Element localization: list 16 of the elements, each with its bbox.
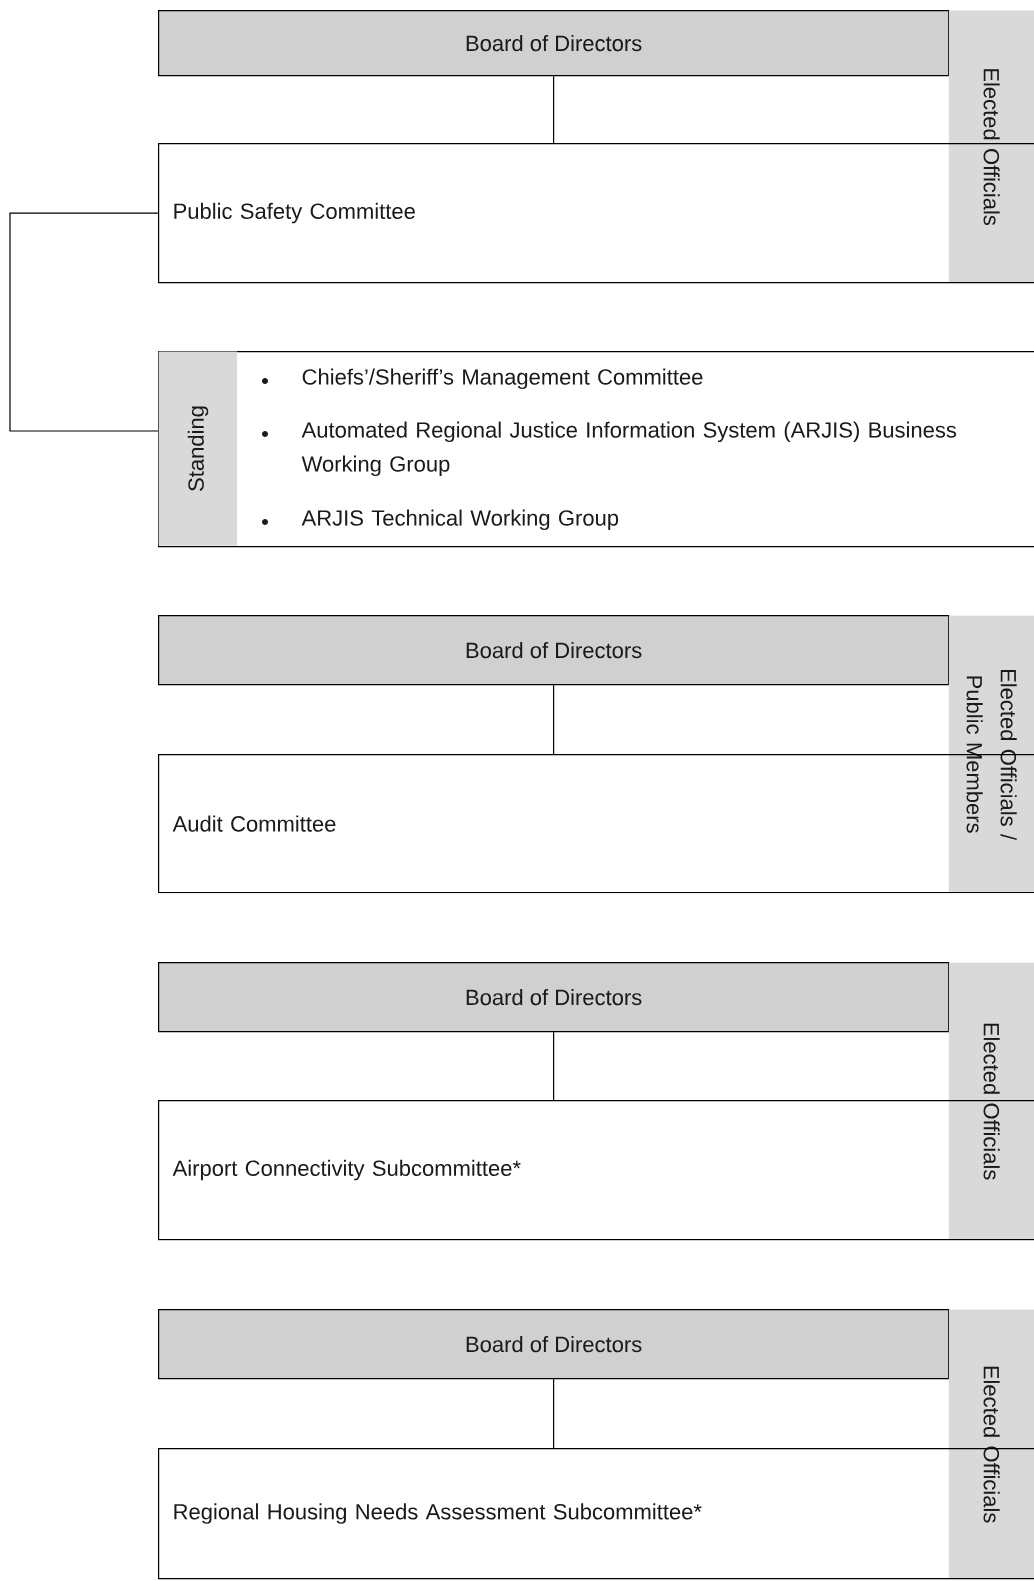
board-box: Board of Directors — [158, 1309, 950, 1380]
side-band: Elected Officials — [948, 1309, 1034, 1579]
board-box: Board of Directors — [158, 10, 950, 77]
connector-line — [9, 212, 159, 432]
board-box: Board of Directors — [158, 962, 950, 1033]
side-band: Elected Officials / Public Members — [948, 615, 1034, 893]
connector-line — [553, 1378, 555, 1449]
connector-line — [553, 1031, 555, 1101]
board-box: Board of Directors — [158, 615, 950, 686]
side-band: Elected Officials — [948, 10, 1034, 283]
bullet-item: ARJIS Technical Working Group — [262, 509, 619, 531]
bullet-item: Automated Regional Justice Information System (ARJIS) Business Working Group — [262, 421, 957, 477]
connector-line — [553, 684, 555, 755]
side-band: Elected Officials — [948, 962, 1034, 1240]
connector-line — [553, 75, 555, 144]
bullet-item: Chiefs’/Sheriff’s Management Committee — [262, 368, 703, 390]
